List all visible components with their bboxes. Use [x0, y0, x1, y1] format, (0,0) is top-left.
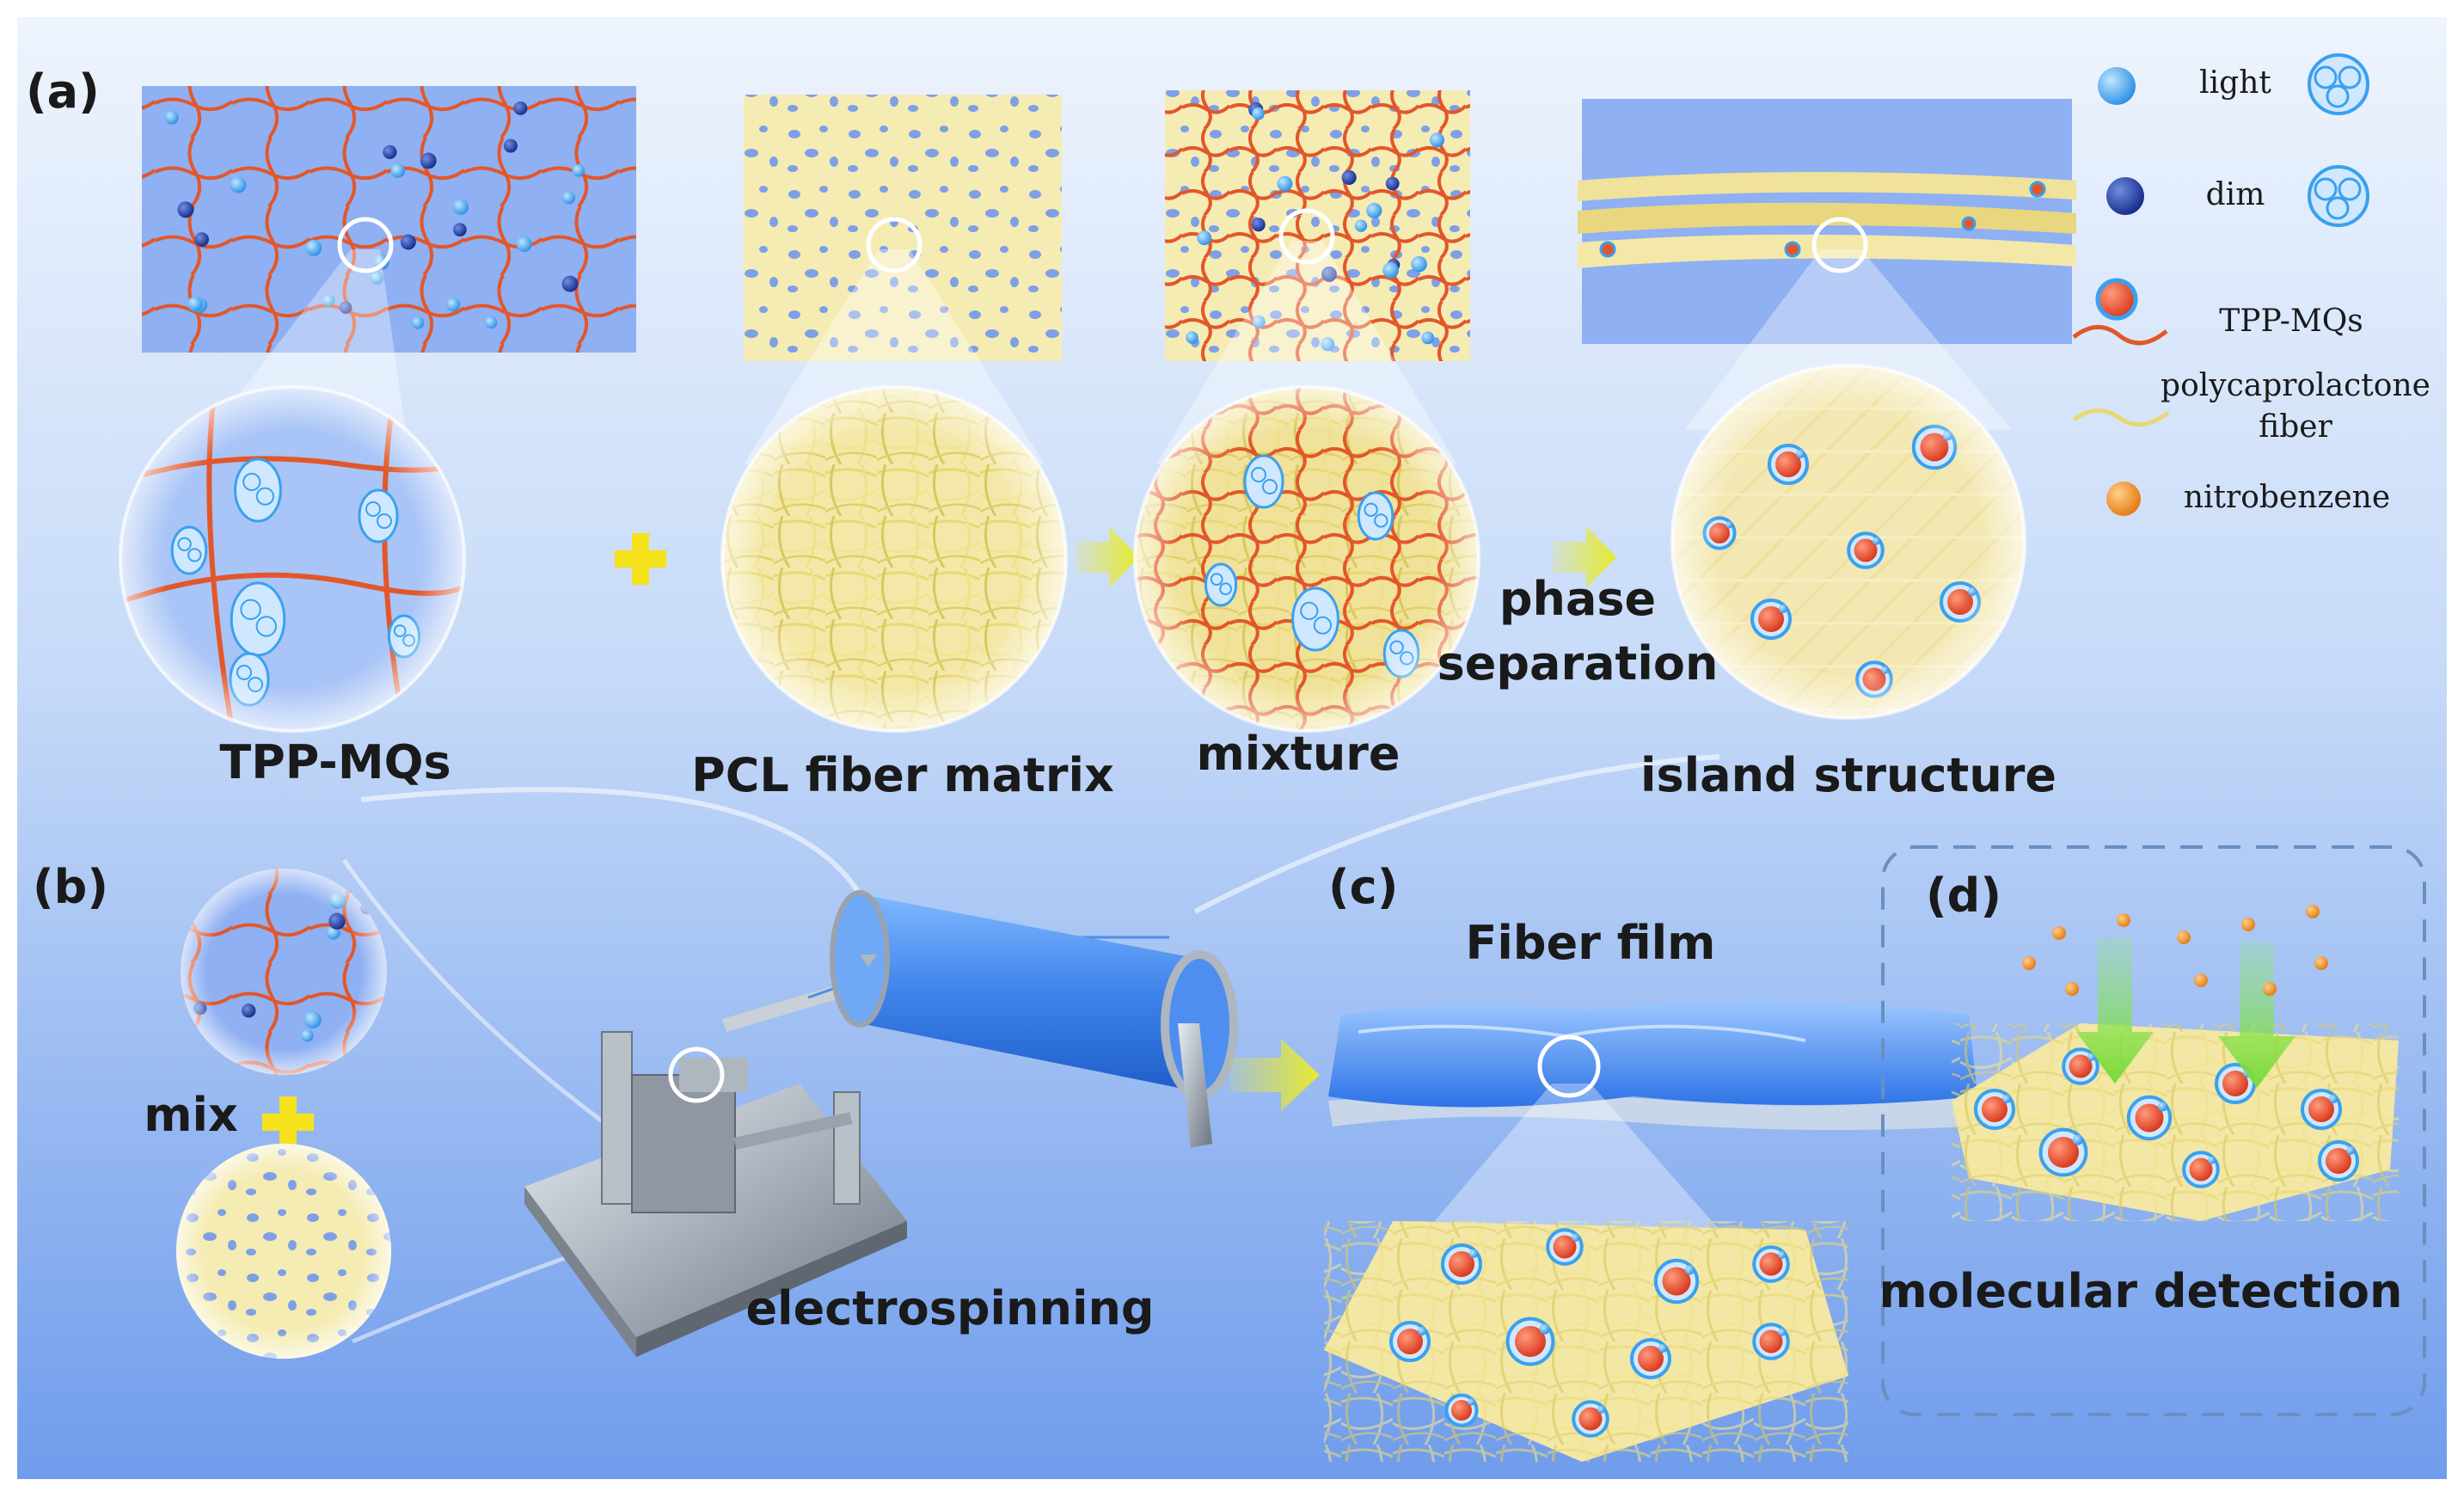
legend-light-label: light — [2199, 65, 2271, 101]
panel-label-c: (c) — [1328, 860, 1398, 914]
nitrobenzene-icon — [2106, 482, 2141, 516]
label-molecular-detection: molecular detection — [1879, 1264, 2403, 1318]
light-particle-icon — [2098, 67, 2136, 105]
label-phase: phase — [1499, 572, 1656, 626]
legend-nitrobenzene-label: nitrobenzene — [2184, 480, 2390, 515]
label-fiber-film: Fiber film — [1466, 916, 1716, 970]
label-tpp-mqs: TPP-MQs — [219, 735, 451, 789]
tpp-mqs-network-image — [142, 86, 636, 353]
label-separation: separation — [1437, 636, 1719, 691]
legend-pcl-label-line1: polycaprolactone — [2161, 368, 2430, 403]
label-mix: mix — [144, 1088, 238, 1142]
label-island-structure: island structure — [1640, 748, 2056, 802]
fiber-film-detail — [1324, 1221, 1848, 1462]
legend-dim-label: dim — [2206, 177, 2265, 212]
panel-label-a: (a) — [26, 64, 100, 119]
dim-cluster-icon — [2309, 167, 2368, 225]
legend-tpp-mqs-label: TPP-MQs — [2219, 304, 2363, 339]
label-pcl-fiber-matrix: PCL fiber matrix — [691, 748, 1114, 802]
legend-pcl-label-line2: fiber — [2259, 409, 2332, 445]
light-cluster-icon — [2309, 55, 2368, 114]
label-mixture: mixture — [1196, 727, 1400, 781]
dim-particle-icon — [2106, 177, 2144, 215]
detection-fiber-mat — [1952, 1023, 2399, 1221]
panel-label-b: (b) — [33, 860, 108, 914]
fiber-film-layers — [1328, 1001, 1986, 1130]
label-electrospinning: electrospinning — [745, 1281, 1154, 1335]
panel-label-d: (d) — [1926, 869, 2001, 923]
